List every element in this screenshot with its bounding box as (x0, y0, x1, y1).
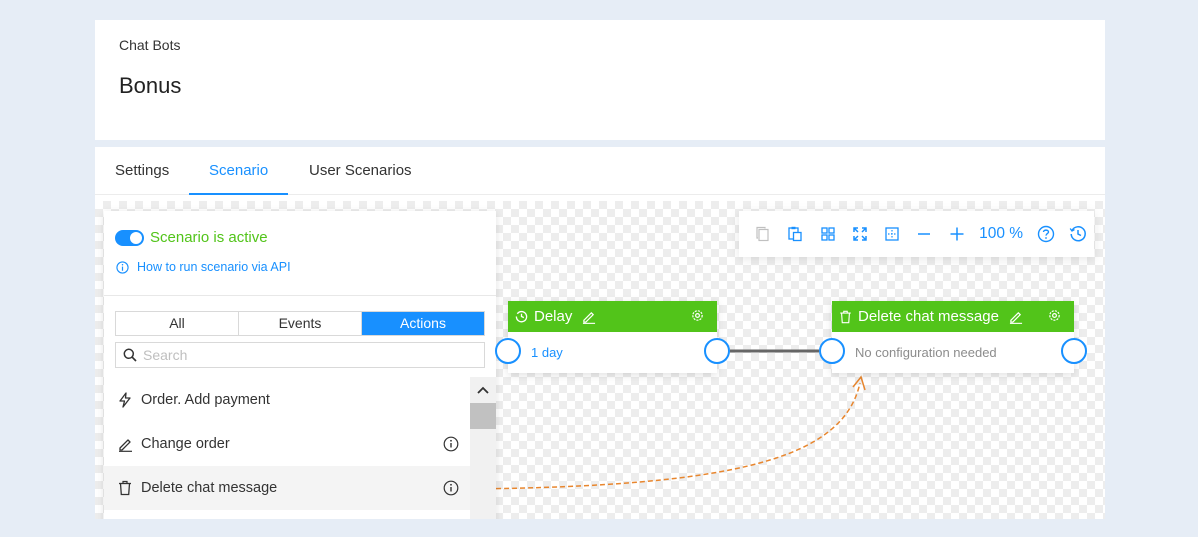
question-icon (1037, 225, 1055, 243)
search-icon (123, 348, 137, 362)
list-item-order-add-payment[interactable]: Order. Add payment (104, 378, 470, 422)
node-title: Delay (534, 308, 573, 325)
clock-icon (515, 310, 528, 323)
divider (104, 295, 496, 296)
minus-icon (916, 226, 932, 242)
search-box (115, 342, 485, 368)
scenario-canvas[interactable]: Scenario is active How to run scenario v… (95, 201, 1105, 519)
status-row: Scenario is active (115, 229, 268, 246)
lightning-icon (117, 392, 133, 408)
gear-icon[interactable] (1047, 308, 1062, 327)
page-title: Bonus (119, 73, 182, 98)
plus-icon (949, 226, 965, 242)
header-card: Chat Bots Bonus (95, 20, 1105, 140)
zoom-level: 100 % (979, 225, 1024, 242)
grid-icon (820, 226, 836, 242)
auto-layout-button[interactable] (811, 219, 843, 249)
info-icon[interactable] (443, 436, 459, 456)
list-item-label: Change order (141, 436, 230, 452)
info-icon (116, 260, 137, 274)
scroll-thumb[interactable] (470, 403, 496, 429)
gear-icon[interactable] (690, 308, 705, 327)
input-port[interactable] (495, 338, 521, 364)
drag-hint-arrowhead (852, 375, 866, 391)
zoom-in-button[interactable] (940, 219, 972, 249)
node-config-text: No configuration needed (855, 345, 997, 360)
selection-button[interactable] (876, 219, 908, 249)
expand-icon (852, 226, 868, 242)
output-port[interactable] (704, 338, 730, 364)
tab-settings[interactable]: Settings (115, 162, 170, 179)
pencil-icon (117, 436, 133, 452)
filter-all-button[interactable]: All (116, 312, 239, 335)
info-icon[interactable] (443, 480, 459, 500)
tab-user-scenarios[interactable]: User Scenarios (309, 162, 412, 179)
node-header: Delete chat message (832, 301, 1074, 332)
actions-panel: Scenario is active How to run scenario v… (104, 211, 496, 519)
delay-value: 1 day (531, 345, 563, 360)
scenario-active-toggle[interactable] (115, 229, 144, 246)
copy-button[interactable] (747, 219, 779, 249)
node-title: Delete chat message (858, 308, 999, 325)
main-card: Settings Scenario User Scenarios Scenari… (95, 147, 1105, 519)
node-header: Delay (508, 301, 717, 332)
clock-icon (1069, 225, 1087, 243)
paste-button[interactable] (779, 219, 811, 249)
paste-icon (787, 226, 803, 242)
selection-icon (884, 226, 900, 242)
status-label: Scenario is active (150, 229, 268, 246)
delay-node[interactable]: Delay 1 day (495, 301, 730, 373)
delete-chat-message-node[interactable]: Delete chat message No configuration nee… (819, 301, 1087, 373)
list-item-delete-chat-message[interactable]: Delete chat message (104, 466, 470, 510)
tab-scenario[interactable]: Scenario (189, 147, 289, 195)
api-help-link[interactable]: How to run scenario via API (116, 260, 291, 274)
list-scrollbar[interactable] (470, 377, 496, 519)
list-item-change-order[interactable]: Change order (104, 422, 470, 466)
node-body: No configuration needed (832, 332, 1074, 373)
tab-bar: Settings Scenario User Scenarios (95, 147, 1105, 195)
action-list: Order. Add payment Change order Delete (104, 377, 470, 519)
list-item-label: Delete chat message (141, 480, 278, 496)
zoom-out-button[interactable] (908, 219, 940, 249)
input-port[interactable] (819, 338, 845, 364)
output-port[interactable] (1061, 338, 1087, 364)
fit-to-screen-button[interactable] (844, 219, 876, 249)
search-input[interactable] (143, 347, 473, 363)
breadcrumb[interactable]: Chat Bots (119, 37, 181, 53)
copy-icon (755, 226, 771, 242)
history-button[interactable] (1062, 219, 1094, 249)
list-item-label: Order. Add payment (141, 392, 270, 408)
help-button[interactable] (1029, 219, 1061, 249)
trash-icon (117, 480, 133, 496)
api-link-text: How to run scenario via API (137, 260, 291, 274)
chevron-up-icon (477, 386, 489, 394)
node-body: 1 day (508, 332, 717, 373)
canvas-toolbar: 100 % (739, 211, 1094, 257)
filter-segment: All Events Actions (115, 311, 485, 336)
edit-icon[interactable] (1009, 310, 1023, 324)
scroll-up-button[interactable] (470, 377, 496, 403)
drag-hint-arrow (471, 382, 861, 490)
edit-icon[interactable] (582, 310, 596, 324)
trash-icon (839, 310, 852, 324)
filter-actions-button[interactable]: Actions (362, 312, 484, 335)
filter-events-button[interactable]: Events (239, 312, 362, 335)
